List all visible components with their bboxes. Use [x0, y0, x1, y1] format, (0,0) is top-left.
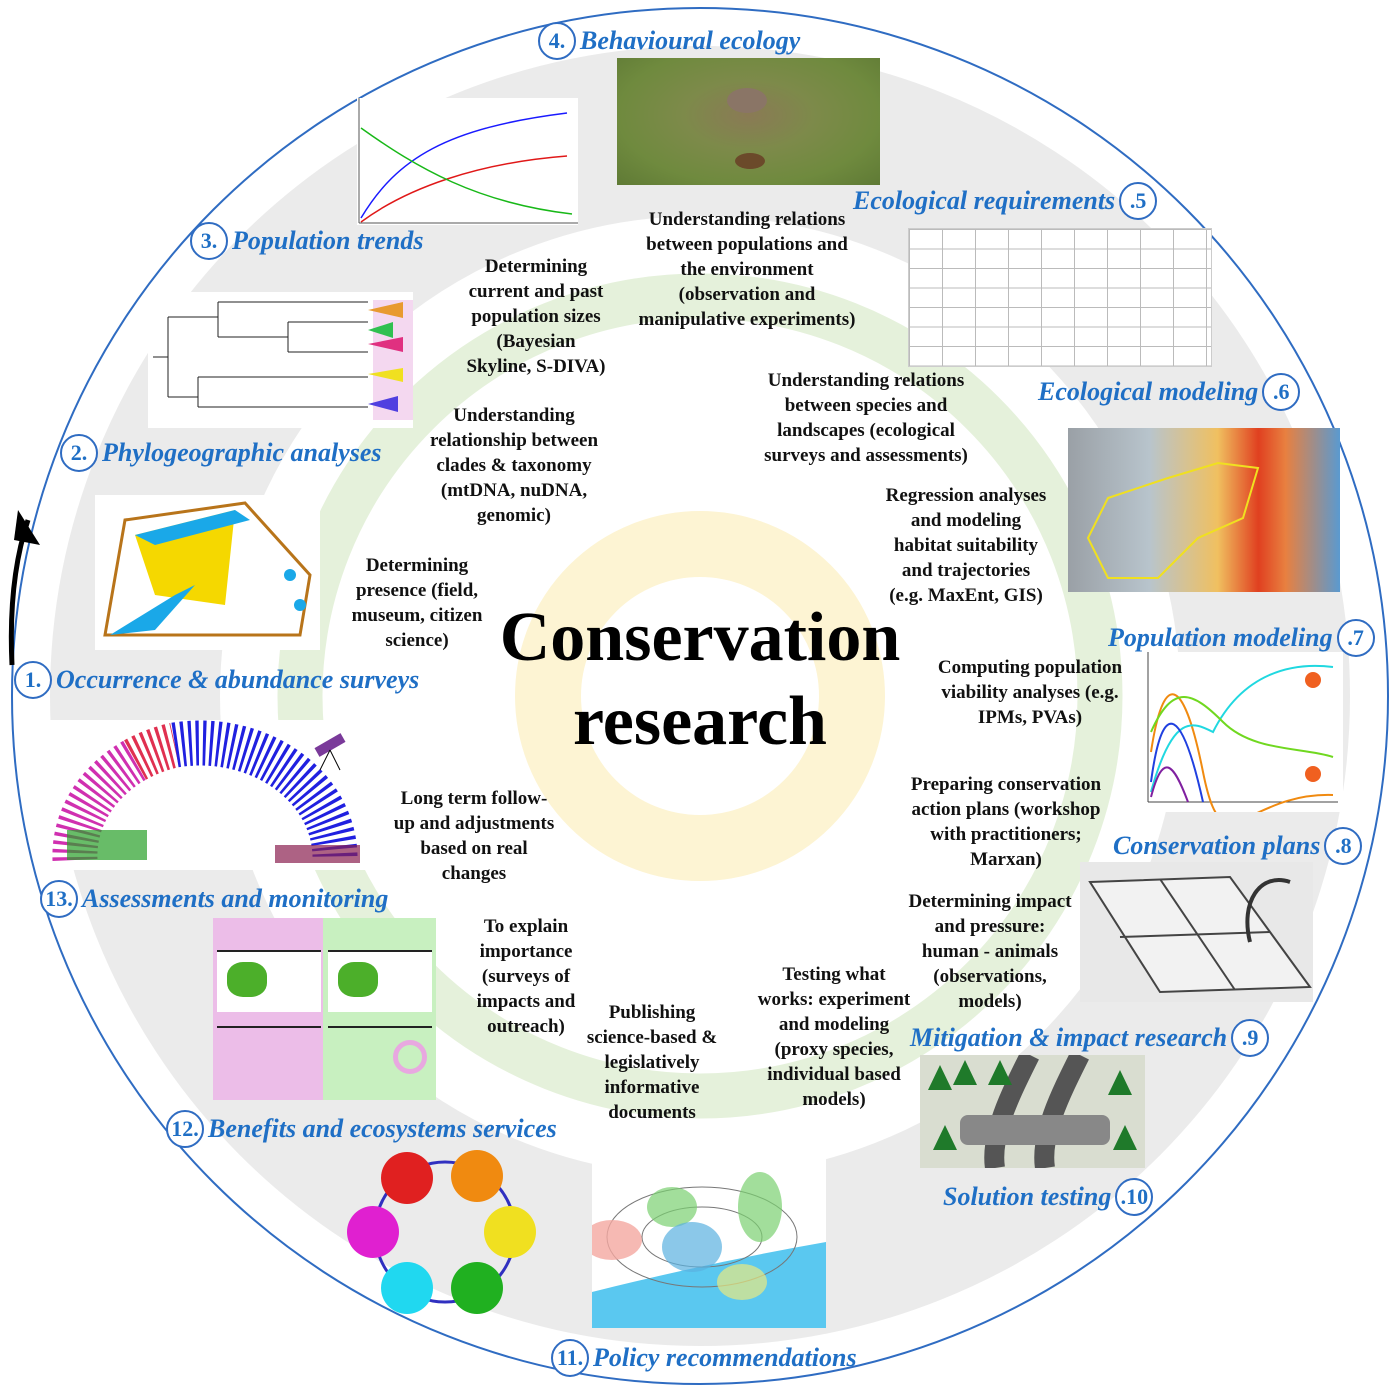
stage-title: Behavioural ecology	[580, 26, 801, 55]
desc-regression: Regression analyses and modeling habitat…	[885, 485, 1047, 606]
arrow-head-icon	[14, 510, 40, 545]
stage-9-label: Mitigation & impact research.9	[910, 1019, 1270, 1057]
stage-7-label: Population modeling.7	[1108, 619, 1375, 657]
desc-clades-taxonomy: Understanding relationship between clade…	[429, 405, 599, 526]
population-model-chart	[1143, 652, 1343, 812]
policy-diagram	[592, 1152, 826, 1328]
desc-testing: Testing what works: experiment and model…	[757, 964, 911, 1110]
stage-title: Phylogeographic analyses	[102, 438, 382, 467]
stage-number: .6	[1262, 373, 1301, 411]
stage-number: 3.	[190, 222, 228, 260]
stage-3-label: 3.Population trends	[190, 222, 423, 260]
stage-number: .9	[1231, 1019, 1270, 1057]
stage-title: Population trends	[232, 226, 424, 255]
center-title-line2: research	[573, 683, 827, 760]
desc-population-sizes: Determining current and past population …	[466, 256, 606, 377]
desc-species-landscapes: Understanding relations between species …	[764, 370, 968, 466]
stage-number: 4.	[538, 22, 576, 60]
stage-title: Ecological modeling	[1038, 377, 1259, 406]
stage-number: 1.	[14, 661, 52, 699]
desc-action-plans: Preparing conservation action plans (wor…	[910, 774, 1102, 870]
desc-publishing: Publishing science-based & legislatively…	[586, 1002, 718, 1123]
stage-title: Mitigation & impact research	[910, 1023, 1228, 1052]
stage-10-label: Solution testing.10	[943, 1178, 1154, 1216]
stage-number: 11.	[551, 1339, 589, 1377]
stage-1-label: 1.Occurrence & abundance surveys	[14, 661, 419, 699]
wildlife-overpass-illustration	[920, 1055, 1145, 1168]
stage-2-label: 2.Phylogeographic analyses	[60, 434, 382, 472]
center-title-line1: Conservation	[499, 599, 901, 676]
stage-number: 12.	[166, 1110, 204, 1148]
ecological-requirements-table	[908, 228, 1212, 367]
stage-8-label: Conservation plans.8	[1113, 827, 1363, 865]
stage-5-label: Ecological requirements.5	[853, 182, 1158, 220]
desc-impact: Determining impact and pressure: human -…	[908, 891, 1072, 1012]
assessment-parliament-chart	[45, 720, 378, 870]
ecosystem-services-panels	[213, 918, 436, 1100]
stage-12-label: 12.Benefits and ecosystems services	[166, 1110, 557, 1148]
stage-4-label: 4.Behavioural ecology	[538, 22, 800, 60]
desc-populations-environment: Understanding relations between populati…	[638, 209, 856, 330]
stage-number: .7	[1336, 619, 1375, 657]
occurrence-map	[95, 495, 320, 650]
stage-title: Occurrence & abundance surveys	[56, 665, 420, 694]
stage-13-label: 13.Assessments and monitoring	[40, 880, 388, 918]
phylogenetic-tree	[148, 292, 413, 428]
stage-number: .8	[1324, 827, 1363, 865]
desc-pva: Computing population viability analyses …	[937, 657, 1123, 728]
desc-presence: Determining presence (field, museum, cit…	[351, 555, 483, 651]
stage-title: Population modeling	[1108, 623, 1333, 652]
stage-number: 2.	[60, 434, 98, 472]
stage-11-label: 11.Policy recommendations	[551, 1339, 857, 1377]
stage-title: Assessments and monitoring	[82, 884, 389, 913]
stage-number: 13.	[40, 880, 78, 918]
stage-number: .10	[1115, 1178, 1154, 1216]
desc-explain: To explain importance (surveys of impact…	[476, 916, 576, 1037]
stage-number: .5	[1119, 182, 1158, 220]
stage-title: Solution testing	[943, 1182, 1112, 1211]
stage-title: Conservation plans	[1113, 831, 1321, 860]
population-trends-chart	[357, 98, 578, 225]
stage-6-label: Ecological modeling.6	[1038, 373, 1301, 411]
desc-followup: Long term follow- up and adjustments bas…	[393, 788, 555, 884]
stage-title: Policy recommendations	[593, 1343, 857, 1372]
stage-title: Benefits and ecosystems services	[208, 1114, 557, 1143]
habitat-suitability-map	[1068, 428, 1340, 592]
conservation-plan-illustration	[1080, 862, 1313, 1002]
stage-title: Ecological requirements	[853, 186, 1116, 215]
ecosystem-services-icons	[347, 1150, 536, 1314]
behaviour-photo	[617, 58, 880, 185]
